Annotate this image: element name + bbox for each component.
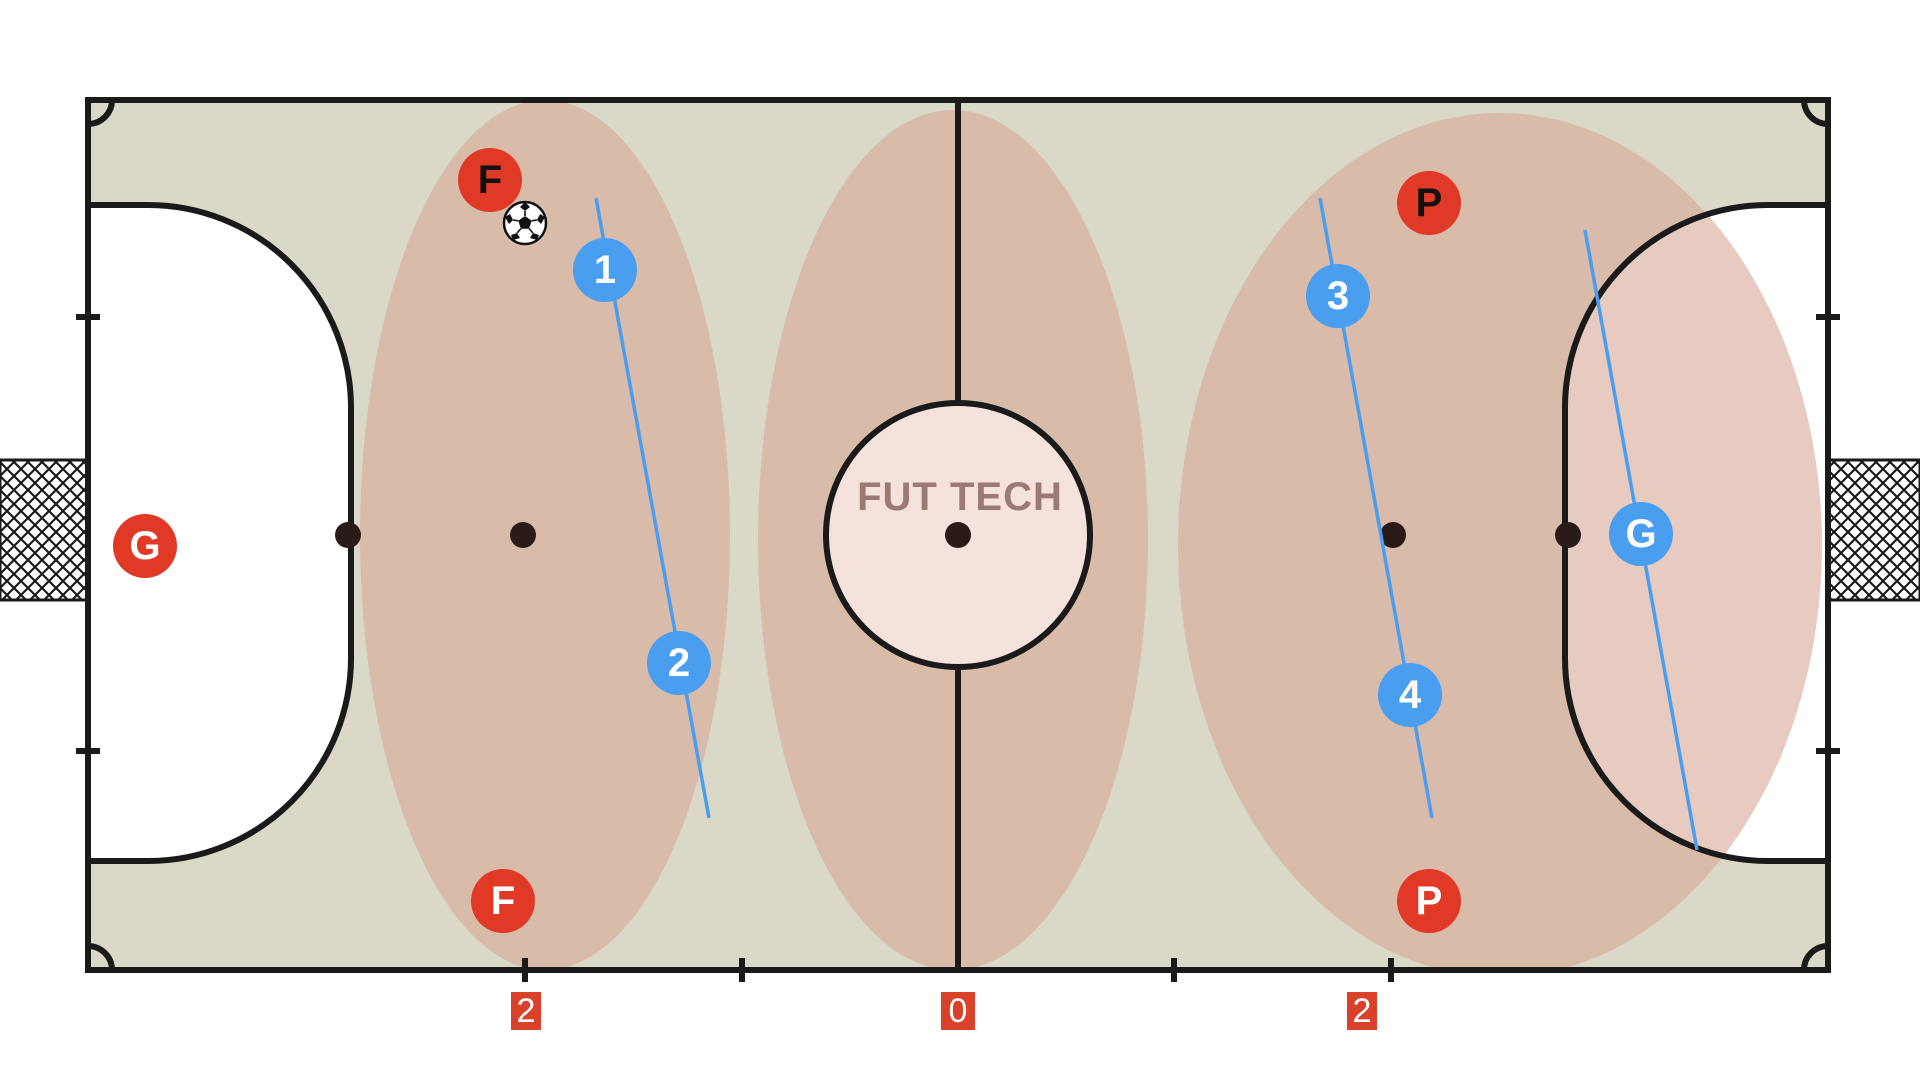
red-player-goalkeeper[interactable]: G [113,514,177,578]
blue-player-3[interactable]: 3 [1306,264,1370,328]
blue-player-goalkeeper[interactable]: G [1609,502,1673,566]
right-attack-zone [1178,113,1822,970]
player-label: P [1416,181,1443,225]
distance-marker-label: 2 [517,992,536,1030]
blue-player-4[interactable]: 4 [1378,663,1442,727]
player-label: G [1625,512,1656,556]
distance-marker-label: 0 [949,992,968,1030]
distance-marker-center: 0 [941,992,975,1030]
player-label: 4 [1399,673,1422,717]
court-spots [335,522,1581,548]
player-label: 2 [668,641,690,685]
red-player-pivot-top[interactable]: P [1397,171,1461,235]
player-label: F [491,879,515,923]
blue-player-2[interactable]: 2 [647,631,711,695]
red-player-pivot-bottom[interactable]: P [1397,869,1461,933]
left-penalty-area [88,205,351,861]
distance-marker-label: 2 [1353,992,1372,1030]
left-goal-net-icon [0,458,90,602]
player-label: 3 [1327,274,1349,318]
right-goal-net-icon [1826,458,1920,602]
red-player-forward-top[interactable]: F [458,148,522,212]
player-label: F [478,158,502,202]
distance-marker-right: 2 [1347,992,1377,1030]
distance-marker-left: 2 [511,992,541,1030]
blue-player-1[interactable]: 1 [573,238,637,302]
player-label: P [1416,879,1443,923]
left-defense-zone [360,100,730,970]
red-player-forward-bottom[interactable]: F [471,869,535,933]
player-label: 1 [594,248,616,292]
fut-tech-logo: FUT TECH [857,475,1063,519]
soccer-ball-icon[interactable] [502,200,548,246]
player-label: G [129,524,160,568]
